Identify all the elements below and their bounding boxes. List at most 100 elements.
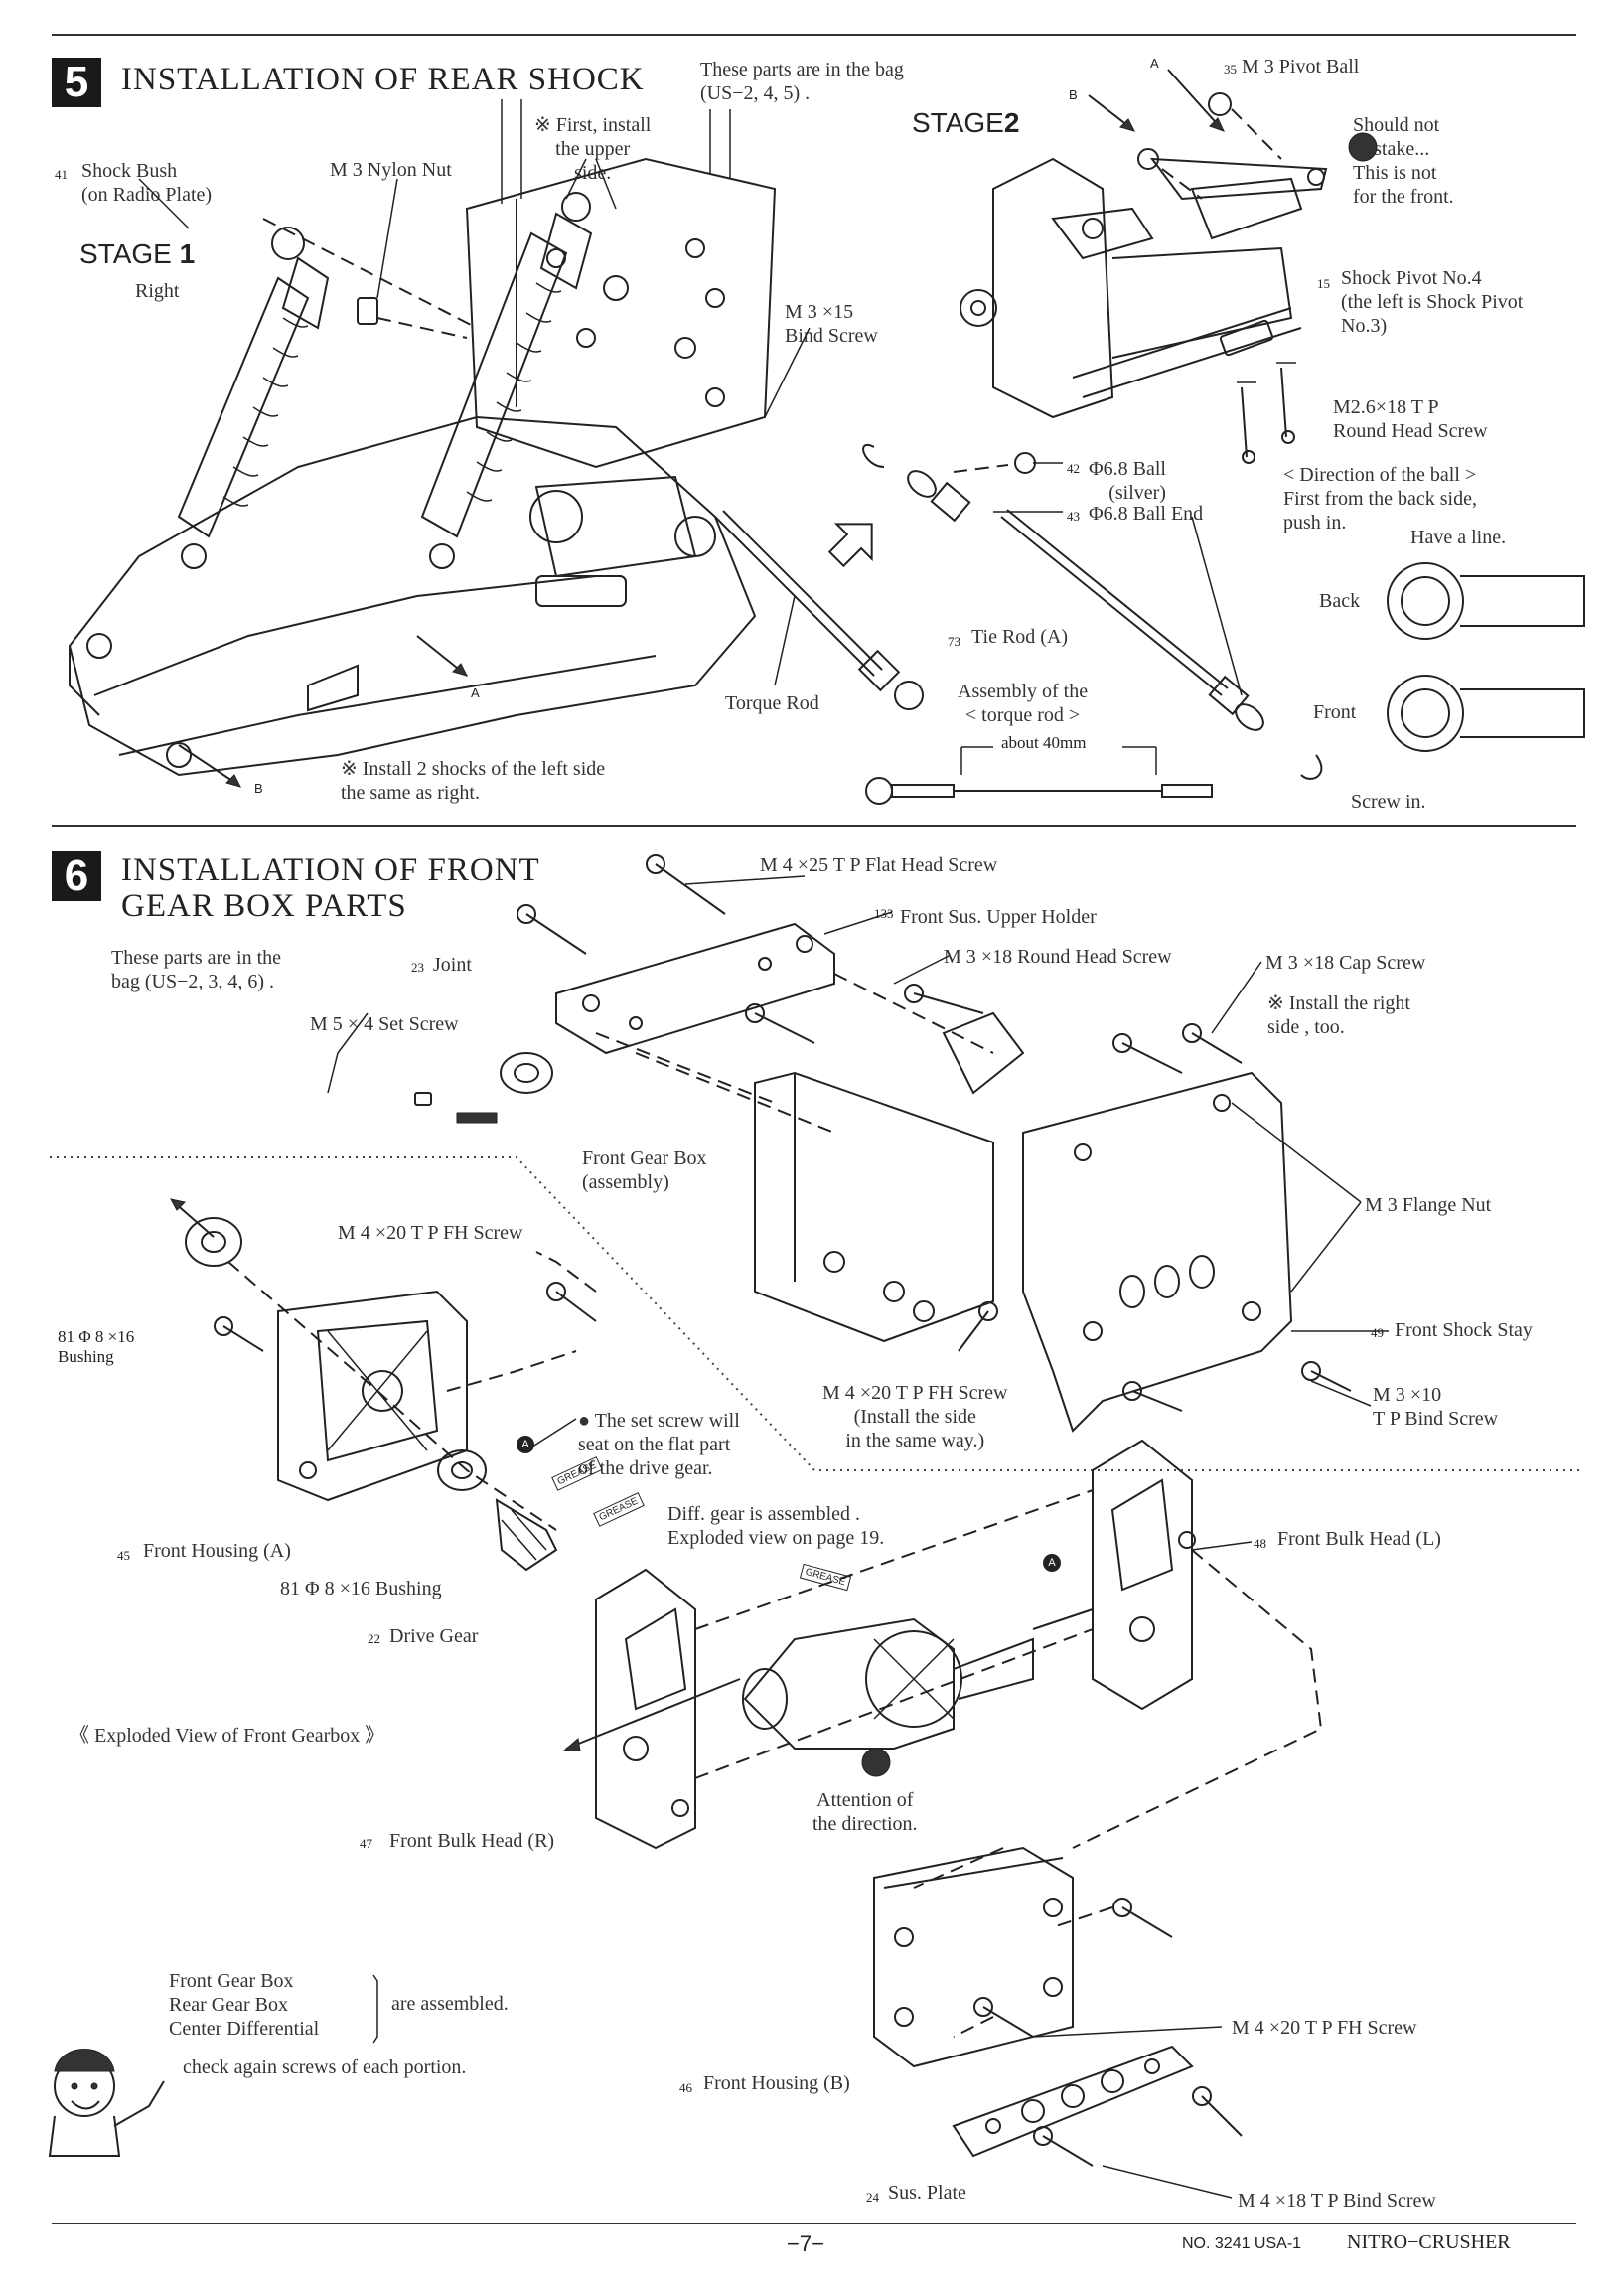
section-5-title: INSTALLATION OF REAR SHOCK xyxy=(121,62,645,97)
fh-screw-top-label: M 4 ×20 T P FH Screw xyxy=(338,1222,523,1244)
bind-screw-10-label: M 3 ×10 T P Bind Screw xyxy=(1373,1384,1499,1430)
front-shock-stay xyxy=(1022,1071,1293,1433)
front-label: Front xyxy=(1313,701,1357,723)
diff-note: Diff. gear is assembled . Exploded view … xyxy=(667,1503,885,1549)
install-right-note: ※ Install the right side , too. xyxy=(1267,992,1410,1038)
bind-18-label: M 4 ×18 T P Bind Screw xyxy=(1238,2190,1436,2211)
first-install-note: ※ First, install the upper side. xyxy=(534,114,652,184)
tie-rod-label: Tie Rod (A) xyxy=(971,626,1069,648)
ball-end-label: Φ6.8 Ball End xyxy=(1089,503,1204,525)
bulk-l-label: Front Bulk Head (L) xyxy=(1277,1528,1441,1550)
arrow-a-label-top: A xyxy=(1150,56,1159,71)
shock-bush-label: Shock Bush (on Radio Plate) xyxy=(81,160,213,206)
differential-gear xyxy=(742,1617,1034,1750)
housing-a-label: Front Housing (A) xyxy=(143,1540,291,1562)
bushing-bottom-label: 81 Φ 8 ×16 Bushing xyxy=(280,1578,442,1599)
housing-a-num: 45 xyxy=(117,1548,130,1563)
about-40mm: about 40mm xyxy=(1001,733,1087,752)
housing-b-num: 46 xyxy=(679,2080,692,2095)
torque-rod-assembly: Assembly of the < torque rod > xyxy=(958,681,1089,726)
bind-screw-15-label: M 3 ×15 Bind Screw xyxy=(785,301,878,347)
attention-label: Attention of the direction. xyxy=(812,1789,918,1835)
joint-label: Joint xyxy=(433,954,472,976)
pivot-ball-label: M 3 Pivot Ball xyxy=(1242,56,1360,77)
model-number: NO. 3241 USA-1 xyxy=(1182,2235,1302,2252)
nylon-nut-label: M 3 Nylon Nut xyxy=(330,159,452,181)
section-6-number: 6 xyxy=(52,851,101,901)
install-shocks-note: ※ Install 2 shocks of the left side the … xyxy=(341,758,606,804)
drive-gear-num: 22 xyxy=(368,1631,380,1646)
shock-stay-num: 49 xyxy=(1371,1325,1384,1340)
stage-2-text: STAGE xyxy=(912,107,1004,138)
bulk-l-num: 48 xyxy=(1254,1536,1266,1551)
upper-holder-label: Front Sus. Upper Holder xyxy=(900,906,1097,928)
cap-screw-label: M 3 ×18 Cap Screw xyxy=(1265,952,1426,974)
ball-end-num: 43 xyxy=(1067,509,1080,524)
back-label: Back xyxy=(1319,590,1361,612)
front-sus-upper-holder xyxy=(555,922,835,1055)
have-a-line: Have a line. xyxy=(1410,527,1507,548)
stage-1-label: STAGE 1 xyxy=(79,238,195,270)
housing-b-label: Front Housing (B) xyxy=(703,2072,850,2094)
ball-end-front xyxy=(1387,675,1585,752)
stage-2-label: STAGE2 xyxy=(912,107,1019,139)
tie-rod-assembly xyxy=(862,444,1323,780)
section-6-bag-note: These parts are in the bag (US−2, 3, 4, … xyxy=(111,947,282,992)
ball-label: Φ6.8 Ball (silver) xyxy=(1089,458,1166,504)
ball-direction-note: < Direction of the ball > First from the… xyxy=(1283,464,1477,533)
front-bulk-head-r xyxy=(595,1568,696,1850)
shock-stay-label: Front Shock Stay xyxy=(1395,1319,1533,1341)
rear-chassis-drawing xyxy=(68,99,777,777)
stage-1-number: 1 xyxy=(179,238,196,269)
stage-2-number: 2 xyxy=(1003,107,1020,138)
drive-gear-label: Drive Gear xyxy=(389,1625,479,1647)
section-6-screws xyxy=(214,854,1352,2167)
bushing-top xyxy=(185,1217,242,1267)
mascot-character xyxy=(48,2049,165,2157)
rear-shock-right xyxy=(420,192,593,569)
gear-box-label: Front Gear Box (assembly) xyxy=(582,1147,707,1193)
stage-1-side: Right xyxy=(135,280,180,302)
front-bulk-head-l xyxy=(1092,1439,1196,1711)
shock-bush-num: 41 xyxy=(55,167,68,182)
section-5-bag-note: These parts are in the bag (US−2, 4, 5) … xyxy=(700,59,904,104)
flange-nut-label: M 3 Flange Nut xyxy=(1365,1194,1492,1216)
section-6-title: INSTALLATION OF FRONT GEAR BOX PARTS xyxy=(121,852,540,925)
round-head-18-label: M 3 ×18 Round Head Screw xyxy=(944,946,1172,968)
arrow-b-label-top: B xyxy=(1069,87,1078,102)
joint-part xyxy=(414,1052,553,1124)
pivot-ball-num: 35 xyxy=(1224,62,1237,76)
marker-a-2: A xyxy=(1043,1554,1061,1572)
tie-rod-num: 73 xyxy=(948,634,960,649)
bulk-r-num: 47 xyxy=(360,1836,372,1851)
arrow-b-label: B xyxy=(254,781,263,796)
exploded-view-title: 《 Exploded View of Front Gearbox 》 xyxy=(70,1725,385,1747)
model-name: NITRO−CRUSHER xyxy=(1347,2231,1511,2253)
bulk-r-label: Front Bulk Head (R) xyxy=(389,1830,555,1852)
bushing-top-label: 81 Φ 8 ×16 Bushing xyxy=(58,1327,135,1367)
sus-plate xyxy=(952,2045,1194,2158)
section-5-number: 5 xyxy=(52,58,101,107)
sus-plate-label: Sus. Plate xyxy=(888,2182,966,2204)
are-assembled-label: are assembled. xyxy=(391,1993,509,2015)
page-number: −7− xyxy=(787,2231,824,2256)
fh-screw-bottom-label: M 4 ×20 T P FH Screw xyxy=(1232,2017,1417,2039)
top-rule xyxy=(52,34,1576,36)
fh-screw-mid-label: M 4 ×20 T P FH Screw (Install the side i… xyxy=(822,1382,1008,1451)
gearbox-list: Front Gear Box Rear Gear Box Center Diff… xyxy=(169,1970,320,2040)
torque-rod-assembly-drawing xyxy=(865,746,1213,805)
stage-1-text: STAGE xyxy=(79,238,172,269)
footer-rule xyxy=(52,2223,1576,2224)
torque-rod-label: Torque Rod xyxy=(725,692,819,714)
sus-plate-num: 24 xyxy=(866,2190,879,2205)
joint-num: 23 xyxy=(411,960,424,975)
shock-pivot-num: 15 xyxy=(1317,276,1330,291)
round-head-screw-label: M2.6×18 T P Round Head Screw xyxy=(1333,396,1488,442)
torque-rod xyxy=(714,510,924,710)
stage-2-gearbox xyxy=(960,157,1328,419)
arrow-a-label: A xyxy=(471,685,480,700)
screw-in-label: Screw in. xyxy=(1351,791,1426,813)
flat-head-screw-label: M 4 ×25 T P Flat Head Screw xyxy=(760,854,998,876)
drive-gear xyxy=(437,1449,558,1572)
